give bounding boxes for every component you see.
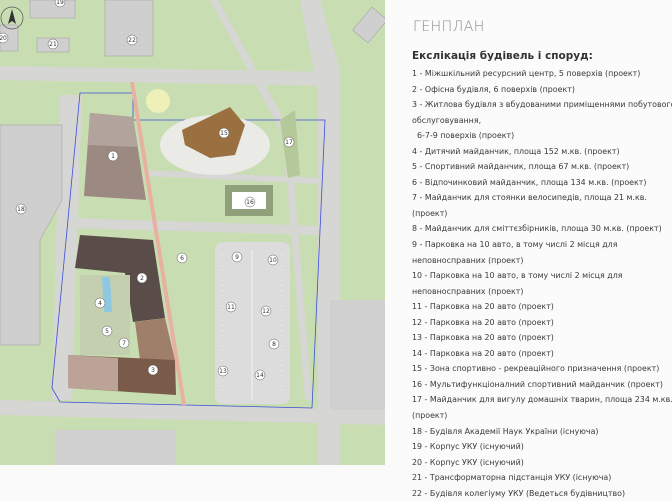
legend-item: 15 - Зона спортивно - рекреаційного приз… xyxy=(412,364,660,374)
svg-text:22: 22 xyxy=(128,37,136,44)
legend-panel: ГЕНПЛАН Екслікація будівель і споруд: 1 … xyxy=(385,0,672,498)
legend-item: неповносправних (проект) xyxy=(412,286,524,296)
page-title: ГЕНПЛАН xyxy=(413,19,485,35)
svg-text:21: 21 xyxy=(49,41,57,48)
svg-text:17: 17 xyxy=(285,139,293,146)
legend-item: 4 - Дитячий майданчик, площа 152 м.кв. (… xyxy=(412,146,620,156)
legend-item: 11 - Парковка на 20 авто (проект) xyxy=(412,302,554,312)
svg-text:6: 6 xyxy=(180,255,184,262)
svg-text:18: 18 xyxy=(17,206,25,213)
svg-text:12: 12 xyxy=(262,308,270,315)
legend-item: 2 - Офісна будівля, 6 поверхів (проект) xyxy=(412,84,575,94)
legend-item: 13 - Парковка на 20 авто (проект) xyxy=(412,333,554,343)
legend-heading: Екслікація будівель і споруд: xyxy=(412,50,593,62)
legend-item: 9 - Парковка на 10 авто, в тому числі 2 … xyxy=(412,240,618,250)
svg-text:3: 3 xyxy=(151,367,155,374)
legend-item: (проект) xyxy=(412,411,448,421)
legend-item: 16 - Мультифункціоналний спортивний майд… xyxy=(412,379,663,389)
legend-item: обслуговування, xyxy=(412,115,482,125)
map-labels: 1 2 3 4 5 6 7 8 9 10 11 12 13 14 15 16 1… xyxy=(0,0,295,381)
svg-text:16: 16 xyxy=(246,199,254,206)
svg-text:20: 20 xyxy=(0,35,7,42)
site-plan-map: 1 2 3 4 5 6 7 8 9 10 11 12 13 14 15 16 1… xyxy=(0,0,385,465)
legend-item: (проект) xyxy=(412,208,448,218)
svg-text:10: 10 xyxy=(269,257,277,264)
legend-item: 21 - Трансформаторна підстанція УКУ (існ… xyxy=(412,473,612,483)
svg-text:11: 11 xyxy=(227,304,235,311)
legend-item: 20 - Корпус УКУ (існуючий) xyxy=(412,457,524,467)
svg-text:5: 5 xyxy=(105,328,109,335)
legend-item: 1 - Міжшкільний ресурсний центр, 5 повер… xyxy=(412,69,641,78)
svg-text:8: 8 xyxy=(272,341,276,348)
legend-item: 14 - Парковка на 20 авто (проект) xyxy=(412,348,554,358)
legend-item: 22 - Будівля колегіуму УКУ (Ведеться буд… xyxy=(412,488,626,498)
svg-text:13: 13 xyxy=(219,368,227,375)
existing-buildings xyxy=(0,0,385,346)
svg-text:4: 4 xyxy=(98,300,102,307)
svg-text:15: 15 xyxy=(220,130,228,137)
north-arrow-icon xyxy=(0,6,24,30)
legend-item: 10 - Парковка на 10 авто, в тому числі 2… xyxy=(412,271,623,281)
svg-text:2: 2 xyxy=(140,275,144,282)
legend-item: 6 - Відпочинковий майданчик, площа 134 м… xyxy=(412,177,647,187)
legend-item: 3 - Житлова будівля з вбудованими приміщ… xyxy=(412,100,672,110)
legend-item: 6-7-9 поверхів (проект) xyxy=(417,131,515,141)
parking-area xyxy=(215,242,290,404)
legend-item: 8 - Майданчик для сміттєзбірників, площа… xyxy=(412,224,662,234)
legend-list: 1 - Міжшкільний ресурсний центр, 5 повер… xyxy=(412,66,672,501)
svg-text:19: 19 xyxy=(56,0,64,6)
svg-text:14: 14 xyxy=(256,372,264,379)
legend-item: 17 - Майданчик для вигулу домашніх твари… xyxy=(412,395,672,405)
svg-text:7: 7 xyxy=(122,340,126,347)
legend-item: 19 - Корпус УКУ (існуючий) xyxy=(412,442,524,452)
legend-item: неповносправних (проект) xyxy=(412,255,524,265)
svg-text:1: 1 xyxy=(111,153,115,160)
legend-item: 7 - Майданчик для стоянки велосипедів, п… xyxy=(412,193,647,203)
legend-item: 18 - Будівля Академії Наук України (існу… xyxy=(412,426,599,436)
legend-item: 12 - Парковка на 20 авто (проект) xyxy=(412,317,554,327)
building-2 xyxy=(75,235,165,322)
legend-item: 5 - Спортивний майданчик, площа 67 м.кв.… xyxy=(412,162,630,172)
svg-text:9: 9 xyxy=(235,254,239,261)
